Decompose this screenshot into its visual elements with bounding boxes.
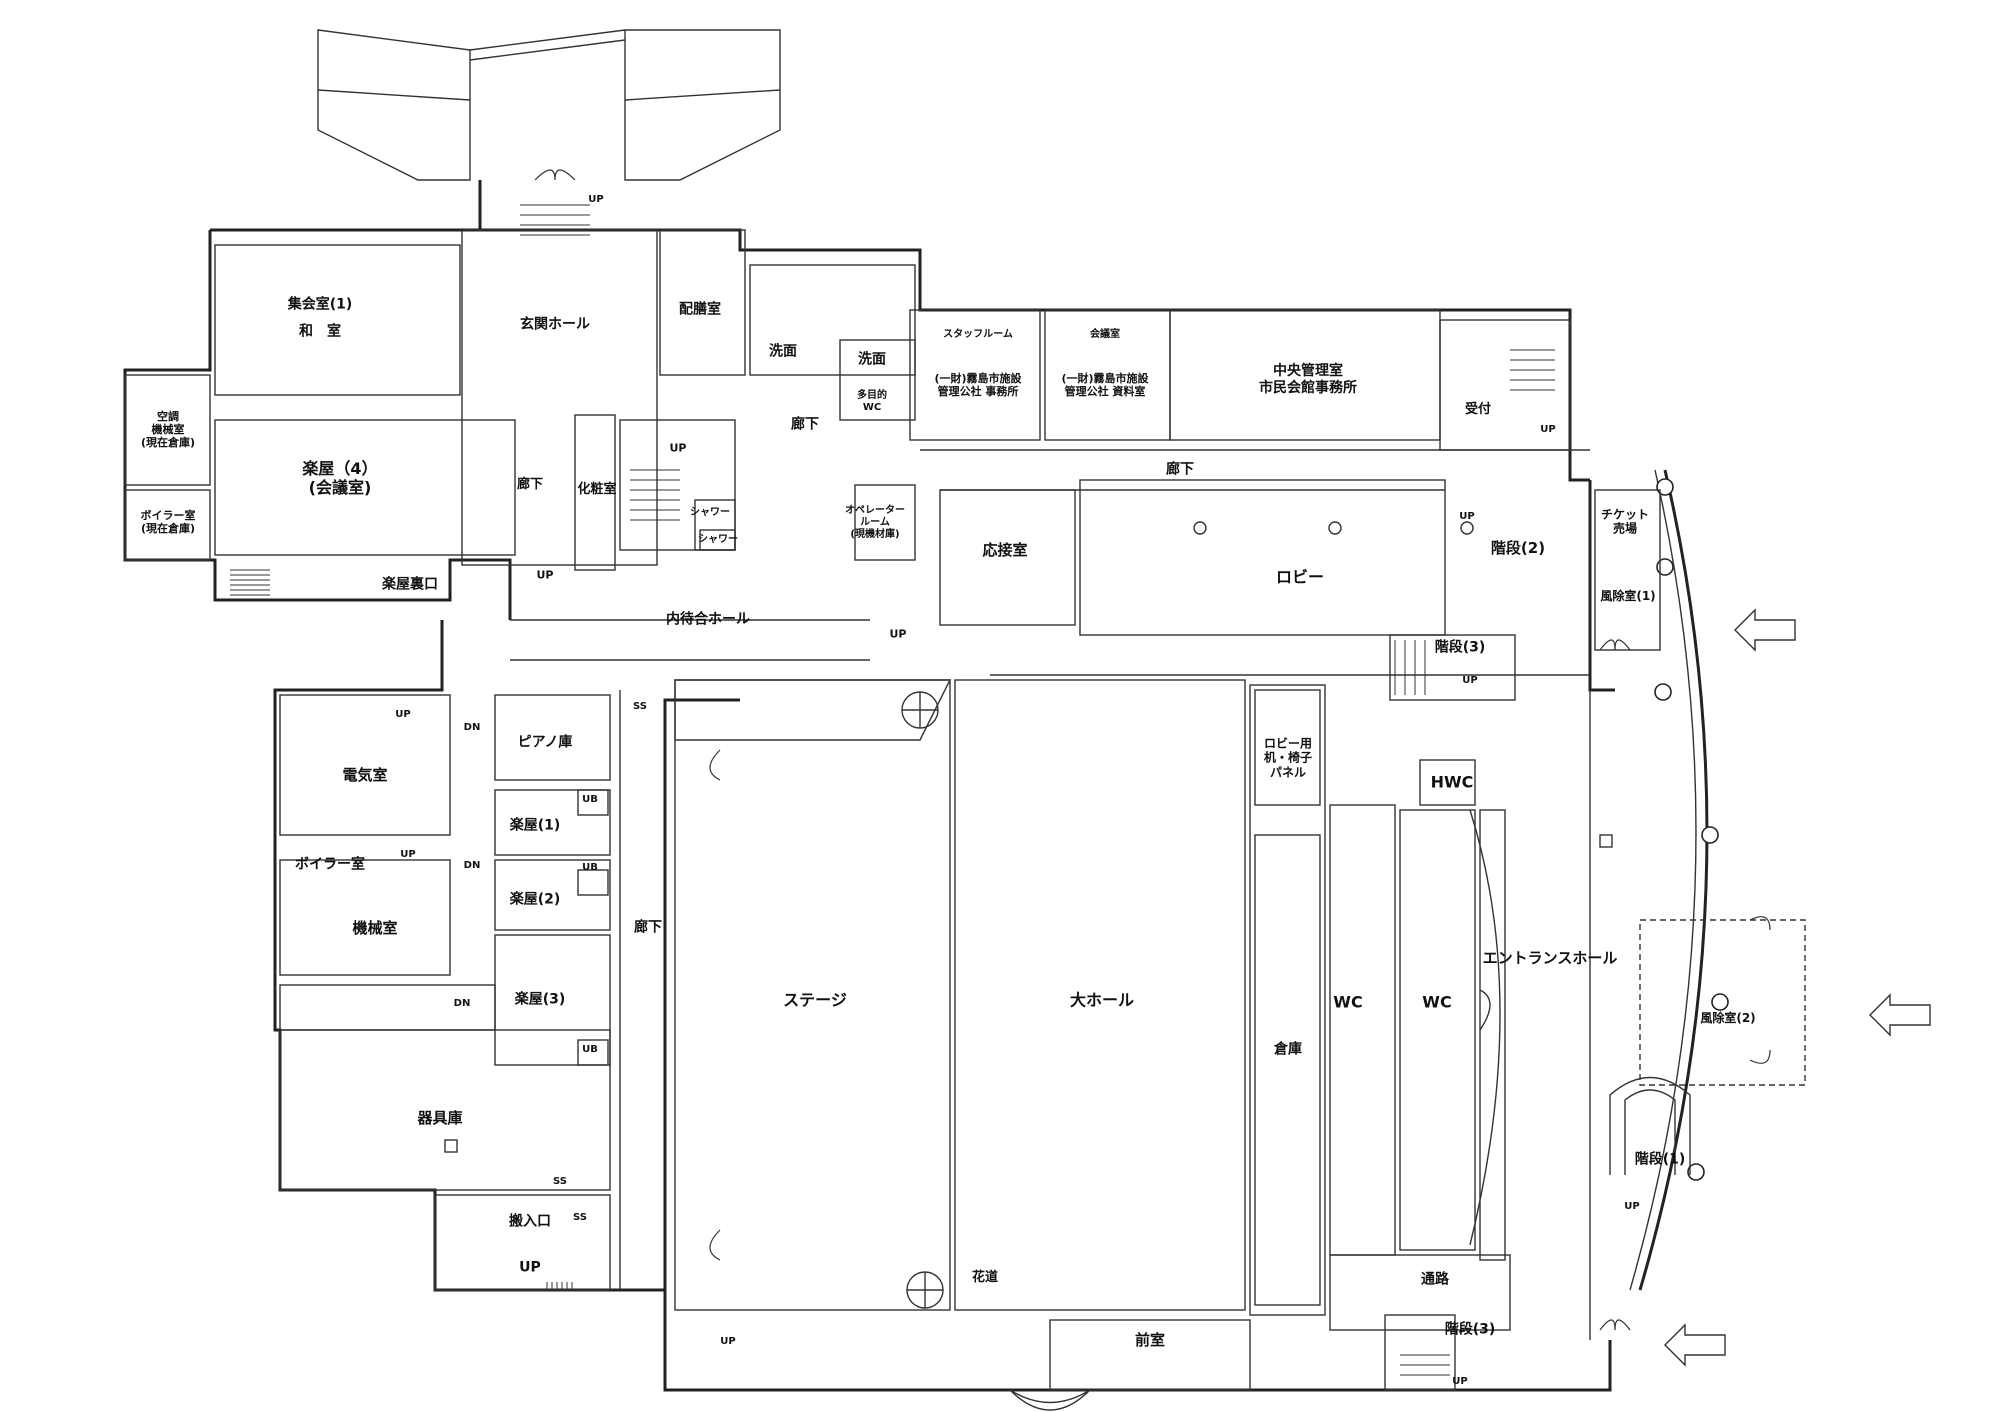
- room-zenshitsu: 前室: [1134, 1331, 1166, 1349]
- room-roka-3: 廊下: [1166, 461, 1194, 478]
- room-shiryoshitsu: (一財)霧島市施設 管理公社 資料室: [1061, 371, 1149, 398]
- mark-up: UP: [889, 627, 907, 641]
- mark-ub: UB: [582, 1044, 598, 1055]
- mark-dn: DN: [453, 998, 471, 1009]
- room-roka-4: 廊下: [634, 919, 662, 936]
- room-osetsushitsu: 応接室: [982, 541, 1028, 559]
- room-staff-office: (一財)霧島市施設 管理公社 事務所: [934, 371, 1022, 398]
- room-gakuya-uraguchi: 楽屋裏口: [382, 576, 438, 593]
- room-chuo-kanrishitsu: 中央管理室 市民会館事務所: [1259, 363, 1357, 396]
- entrance-canopy: [317, 29, 781, 181]
- mark-up: UP: [519, 1259, 541, 1276]
- room-operator: オペレーター ルーム (現機材庫): [845, 505, 905, 540]
- room-hwc: HWC: [1430, 772, 1474, 792]
- room-tamokuteki-wc: 多目的 WC: [857, 390, 887, 413]
- room-kaidan-1: 階段(1): [1634, 1151, 1686, 1168]
- room-kucho-kikaishitsu: 空調 機械室 (現在倉庫): [140, 410, 196, 450]
- mark-up: UP: [395, 709, 411, 720]
- room-gakuya-4: 楽屋（4） (会議室): [302, 458, 378, 497]
- front-curved-wall: [1629, 469, 1729, 1291]
- room-denkishitsu: 電気室: [342, 766, 388, 784]
- room-hannyuguchi: 搬入口: [509, 1213, 551, 1230]
- room-ticket: チケット 売場: [1600, 507, 1650, 536]
- mark-ub: UB: [582, 862, 598, 873]
- room-haizenshitsu: 配膳室: [679, 301, 721, 318]
- room-wc-1: WC: [1333, 992, 1363, 1012]
- mark-up: UP: [400, 849, 416, 860]
- room-kiguko: 器具庫: [417, 1109, 463, 1127]
- room-boiler-old: ボイラー室 (現在倉庫): [140, 508, 196, 535]
- mark-up: UP: [1452, 1376, 1468, 1387]
- mark-ss: SS: [573, 1212, 587, 1223]
- room-boiler: ボイラー室: [295, 856, 365, 873]
- stair-hatching: [230, 204, 1555, 1376]
- room-kaigishitsu-small: 会議室: [1090, 329, 1120, 340]
- room-piano: ピアノ庫: [517, 734, 573, 751]
- room-lobby-storage: ロビー用 机・椅子 パネル: [1263, 736, 1313, 780]
- room-shower-1: シャワー: [690, 507, 730, 518]
- mark-up: UP: [1459, 511, 1475, 522]
- mark-up: UP: [720, 1336, 736, 1347]
- room-soko: 倉庫: [1274, 1041, 1302, 1058]
- room-shukaishitsu-1: 集会室(1): [287, 296, 353, 313]
- room-senmen-2: 洗面: [858, 351, 886, 368]
- room-kaidan-3-top: 階段(3): [1434, 639, 1486, 656]
- room-senmen-1: 洗面: [769, 343, 797, 360]
- room-kaidan-2: 階段(2): [1490, 539, 1546, 557]
- room-keshoshitsu: 化粧室: [577, 482, 617, 498]
- room-washitsu: 和 室: [299, 323, 341, 340]
- room-tsuro: 通路: [1421, 1271, 1449, 1288]
- room-fujoshitsu-1: 風除室(1): [1600, 588, 1656, 603]
- mark-up: UP: [669, 441, 687, 455]
- room-fujoshitsu-2: 風除室(2): [1700, 1010, 1756, 1025]
- mark-dn: DN: [463, 722, 481, 733]
- room-kikaishitsu: 機械室: [352, 919, 398, 937]
- mark-ss: SS: [553, 1176, 567, 1187]
- room-lobby: ロビー: [1275, 567, 1325, 587]
- mark-up: UP: [588, 194, 604, 205]
- room-roka-2: 廊下: [791, 416, 819, 433]
- room-kaidan-3-bottom: 階段(3): [1444, 1321, 1496, 1338]
- room-shower-2: シャワー: [698, 534, 738, 545]
- room-roka-1: 廊下: [516, 477, 544, 493]
- mark-up: UP: [1462, 675, 1478, 686]
- mark-ub: UB: [582, 794, 598, 805]
- room-stage: ステージ: [783, 990, 847, 1010]
- mark-up: UP: [1540, 424, 1556, 435]
- lobby-columns: [444, 521, 1613, 1153]
- mark-up: UP: [1624, 1201, 1640, 1212]
- mark-up: UP: [536, 568, 554, 582]
- room-partitions: [124, 229, 1806, 1391]
- mark-dn: DN: [463, 860, 481, 871]
- room-hanamichi: 花道: [971, 1270, 999, 1286]
- mark-ss: SS: [633, 701, 647, 712]
- room-dai-hall: 大ホール: [1069, 990, 1135, 1010]
- room-wc-2: WC: [1422, 992, 1452, 1012]
- room-entrance-hall: エントランスホール: [1482, 949, 1618, 967]
- spiral-stairs: [901, 691, 1691, 1411]
- entrance-arrows: [1664, 608, 1931, 1367]
- room-gakuya-3: 楽屋(3): [514, 991, 566, 1008]
- room-uketsuke: 受付: [1464, 402, 1492, 418]
- room-genkan-hall: 玄関ホール: [520, 316, 590, 333]
- room-gakuya-2: 楽屋(2): [509, 891, 561, 908]
- room-staff: スタッフルーム: [943, 329, 1013, 340]
- door-swings: [534, 169, 1771, 1331]
- room-gakuya-1: 楽屋(1): [509, 817, 561, 834]
- room-uchi-machiai: 内待合ホール: [666, 611, 750, 628]
